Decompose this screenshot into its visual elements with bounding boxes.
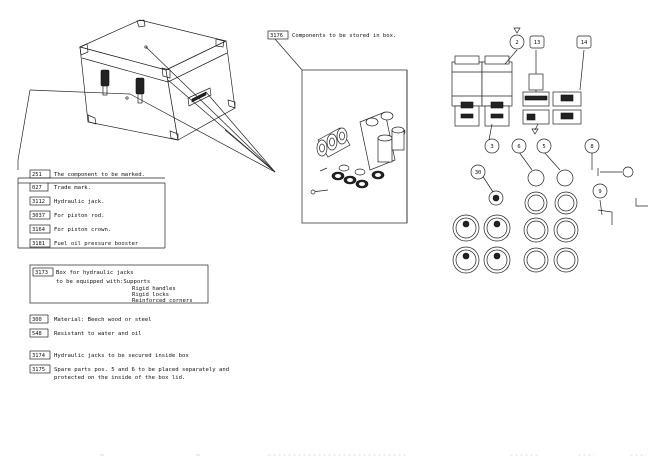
box-illustration xyxy=(78,19,236,141)
note-code-027: 027 xyxy=(32,185,42,191)
note-text-3164: For piston crown. xyxy=(54,227,111,233)
note-text-027: Trade mark. xyxy=(54,185,91,191)
storage-notes: 3174 Hydraulic jacks to be secured insid… xyxy=(29,350,229,381)
jack-end-faces xyxy=(452,214,511,274)
material-text-548: Resistant to water and oil xyxy=(54,331,142,337)
note-text-3037: For piston rod. xyxy=(54,213,105,219)
note-code-3037: 3037 xyxy=(32,213,45,219)
material-code-548: 548 xyxy=(32,331,42,337)
material-notes: 300 Material: Beech wood or steel 548 Re… xyxy=(29,314,152,338)
note-code-3181: 3181 xyxy=(32,241,45,247)
storage-text-3175: Spare parts pos. 5 and 6 to be placed se… xyxy=(54,367,229,373)
notes-list: 251 The component to be marked. 027 Trad… xyxy=(17,169,166,249)
storage-code-3174: 3174 xyxy=(32,353,45,359)
components-panel xyxy=(301,69,408,224)
hydraulic-jack-pair xyxy=(451,55,513,127)
storage-text-3174: Hydraulic jacks to be secured inside box xyxy=(54,353,189,359)
balloon-5: 5 xyxy=(542,144,545,150)
box-note-subline-3: Reinforced corners xyxy=(132,298,193,304)
balloon-9: 9 xyxy=(598,189,601,195)
parts-layout xyxy=(451,49,648,274)
note-text-3112: Hydraulic jack. xyxy=(54,199,105,205)
balloon-13: 13 xyxy=(534,40,541,46)
box-note-subline-1: Rigid handles xyxy=(132,286,176,292)
material-code-300: 300 xyxy=(32,317,42,323)
box-note-line-2: to be equipped with:Supports xyxy=(56,279,150,285)
balloon-30: 30 xyxy=(475,170,482,176)
note-text-3181: Fuel oil pressure booster xyxy=(54,241,139,247)
components-code: 3176 xyxy=(270,33,283,39)
position-balloons: 2 13 14 3 6 5 8 30 9 xyxy=(470,27,608,199)
storage-text-3175-line-2: protected on the inside of the box lid. xyxy=(54,375,185,381)
part-14 xyxy=(552,49,585,125)
note-code-3164: 3164 xyxy=(32,227,45,233)
note-text-251: The component to be marked. xyxy=(54,172,145,178)
box-note-subline-2: Rigid locks xyxy=(132,292,169,298)
storage-code-3175: 3175 xyxy=(32,367,45,373)
components-note: 3176 Components to be stored in box. xyxy=(267,30,396,71)
box-note-line-1: Box for hydraulic jacks xyxy=(56,270,133,276)
box-note-code: 3173 xyxy=(35,270,48,276)
balloon-6: 6 xyxy=(517,144,520,150)
components-text: Components to be stored in box. xyxy=(292,33,396,39)
stored-jacks xyxy=(310,111,406,195)
balloon-14: 14 xyxy=(581,40,588,46)
box-note: 3173 Box for hydraulic jacks to be equip… xyxy=(29,264,209,304)
ring-grid xyxy=(523,191,579,273)
balloon-2: 2 xyxy=(515,40,518,46)
note-code-251: 251 xyxy=(32,172,42,178)
balloon-3: 3 xyxy=(490,144,493,150)
material-text-300: Material: Beech wood or steel xyxy=(54,317,152,323)
note-code-3112: 3112 xyxy=(32,199,45,205)
part-13 xyxy=(522,50,550,125)
leader-lines-box xyxy=(17,46,276,173)
balloon-8: 8 xyxy=(590,144,593,150)
